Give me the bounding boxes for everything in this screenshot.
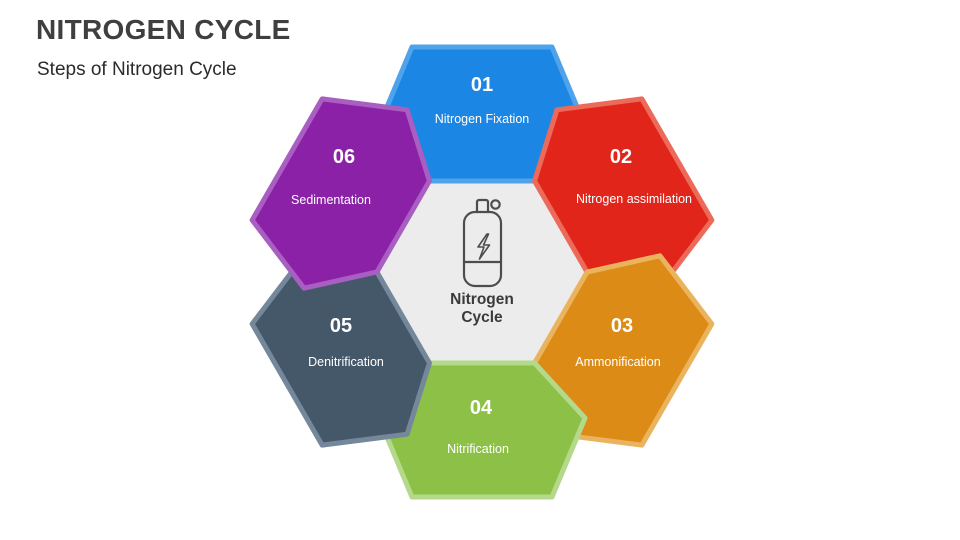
step-number-02: 02 xyxy=(609,146,633,168)
step-number-01: 01 xyxy=(470,74,494,96)
center-label: Nitrogen Cycle xyxy=(450,291,514,326)
step-label-04: Nitrification xyxy=(447,442,509,456)
step-number-05: 05 xyxy=(329,315,353,337)
lightning-bolt-icon xyxy=(477,233,491,260)
step-hexagon-06 xyxy=(249,96,432,291)
step-label-03: Ammonification xyxy=(575,355,661,369)
step-number-03: 03 xyxy=(610,315,634,337)
step-label-05: Denitrification xyxy=(308,355,384,369)
step-number-04: 04 xyxy=(469,397,493,419)
step-number-06: 06 xyxy=(332,146,356,168)
page-subtitle: Steps of Nitrogen Cycle xyxy=(37,59,237,80)
step-label-02: Nitrogen assimilation xyxy=(575,192,693,206)
nitrogen-gas-cylinder-icon xyxy=(462,198,503,288)
step-label-06: Sedimentation xyxy=(291,193,371,207)
step-label-01: Nitrogen Fixation xyxy=(434,112,530,126)
page-title: NITROGEN CYCLE xyxy=(36,14,291,45)
